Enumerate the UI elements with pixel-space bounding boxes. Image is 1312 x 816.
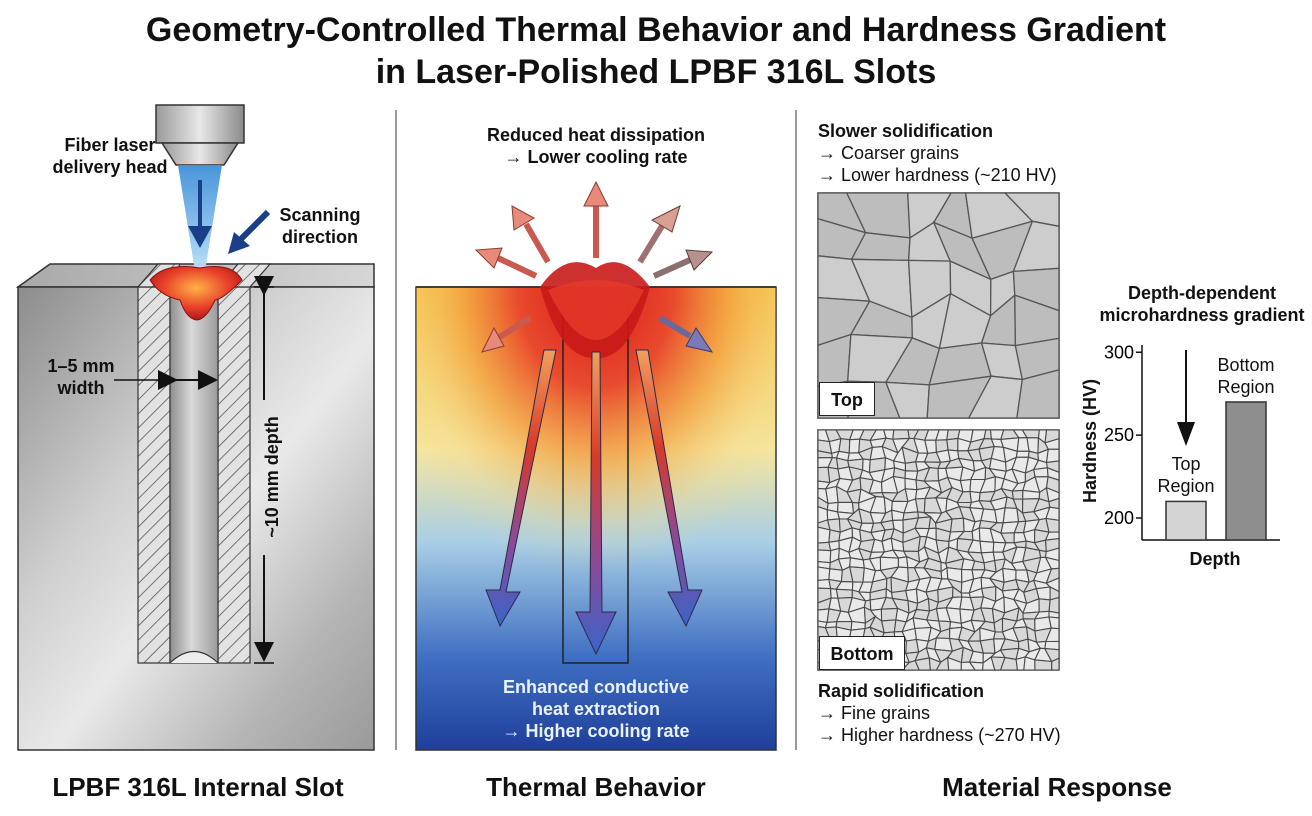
chart-y-tick-label: 200 <box>1104 508 1134 528</box>
grain-cell <box>1016 369 1060 419</box>
grain-cell <box>880 619 897 634</box>
chart-y-axis-label: Hardness (HV) <box>1080 378 1100 504</box>
bottom-tag: Bottom <box>819 636 905 670</box>
chart-category-label-line: Bottom <box>1217 354 1275 375</box>
depth-arrow-icon <box>1177 350 1195 446</box>
grain-cell <box>904 477 918 491</box>
heat-arrow-far-right <box>652 249 714 279</box>
grain-cell <box>949 517 965 533</box>
laser-down-arrow-icon <box>188 180 212 248</box>
chart-y-tick-label: 250 <box>1104 425 1134 445</box>
enhanced-extraction-line-3: → Higher cooling rate <box>502 721 690 741</box>
laser-label-line-1: Fiber laser <box>64 135 156 155</box>
chart-title-line-2: microhardness gradient <box>1099 305 1305 325</box>
grain-cell <box>946 437 959 452</box>
metal-block <box>15 263 375 751</box>
scanning-label-line-2: direction <box>281 227 358 247</box>
grain-cell <box>1048 596 1060 614</box>
laser-label-line-2: delivery head <box>52 157 168 177</box>
grain-cell <box>1033 467 1049 478</box>
panel3-caption: Material Response <box>942 772 1172 802</box>
top-tag: Top <box>819 382 875 416</box>
grain-cell <box>1011 489 1024 500</box>
grain-cell <box>1023 656 1036 671</box>
width-label: 1–5 mm width <box>36 355 126 399</box>
grain-cell <box>817 526 831 544</box>
enhanced-extraction-line-1: Enhanced conductive <box>502 677 690 697</box>
laser-delivery-head-icon <box>155 104 245 166</box>
grain-cell <box>1034 659 1053 671</box>
chart-title-line-1: Depth-dependent <box>1128 283 1276 303</box>
grain-cell <box>1048 616 1060 630</box>
width-label-line-2: width <box>57 378 105 398</box>
top-response-line-2: → Lower hardness (~210 HV) <box>818 165 1057 185</box>
grain-cell <box>835 588 853 599</box>
scanning-label: Scanning direction <box>270 204 370 248</box>
depth-label: ~10 mm depth <box>262 416 282 538</box>
scanning-label-line-1: Scanning <box>279 205 361 225</box>
grain-cell <box>817 566 831 581</box>
grain-cell <box>1051 657 1060 671</box>
grain-cell <box>849 557 865 569</box>
grain-cell <box>1013 540 1027 549</box>
grain-cell <box>880 607 899 622</box>
panel1-caption: LPBF 316L Internal Slot <box>52 772 344 802</box>
top-response-line-1: → Coarser grains <box>818 143 960 163</box>
grain-cell <box>1022 489 1041 500</box>
panel2-caption: Thermal Behavior <box>486 772 706 802</box>
chart-bar-bottom-region <box>1225 401 1267 541</box>
hardness-chart: 200 250 300 <box>1104 342 1280 541</box>
top-response-text: Slower solidification → Coarser grains →… <box>818 120 1118 186</box>
top-response-heading: Slower solidification <box>818 121 994 141</box>
bottom-response-text: Rapid solidification → Fine grains → Hig… <box>818 680 1118 746</box>
coarse-grain-micrograph <box>817 192 1060 419</box>
heat-dissipation-arrows <box>474 180 714 353</box>
chart-category-label-line: Region <box>1157 476 1215 497</box>
grain-cell <box>971 560 986 571</box>
chart-category-label-line: Top <box>1171 454 1201 475</box>
chart-category-label-line: Region <box>1217 376 1275 397</box>
bottom-response-heading: Rapid solidification <box>818 681 985 701</box>
chart-title: Depth-dependent microhardness gradient <box>1092 282 1312 326</box>
reduced-dissipation-line-2: → Lower cooling rate <box>504 147 688 167</box>
heat-arrow-side-left <box>481 315 532 353</box>
page-title-line-1: Geometry-Controlled Thermal Behavior and… <box>145 11 1167 49</box>
depth-dimension-arrow <box>254 276 274 664</box>
page-title-line-2: in Laser-Polished LPBF 316L Slots <box>375 53 937 91</box>
grain-cell <box>1015 450 1030 458</box>
reduced-dissipation-label: Reduced heat dissipation → Lower cooling… <box>416 124 776 168</box>
heat-arrow-side-right <box>658 315 714 353</box>
grain-cell <box>838 438 851 454</box>
grain-cell <box>1045 448 1060 464</box>
grain-cell <box>848 438 861 454</box>
chart-bar-top-region <box>1165 500 1207 541</box>
heat-arrow-up-center <box>583 180 609 258</box>
width-label-line-1: 1–5 mm <box>47 356 115 376</box>
heat-arrow-far-left <box>474 247 538 279</box>
grain-cell <box>979 638 996 654</box>
chart-x-axis-label: Depth <box>1189 549 1241 569</box>
enhanced-extraction-line-2: heat extraction <box>531 699 661 719</box>
grain-cell <box>1002 507 1020 524</box>
grain-cell <box>892 429 910 440</box>
chart-y-tick-label: 300 <box>1104 342 1134 362</box>
grain-cell <box>817 549 832 564</box>
scanning-direction-arrow-icon <box>228 209 271 254</box>
grain-cell <box>979 540 995 554</box>
laser-label: Fiber laser delivery head <box>40 134 180 178</box>
enhanced-extraction-label: Enhanced conductive heat extraction → Hi… <box>416 676 776 742</box>
melt-pool <box>149 266 243 321</box>
heat-arrow-up-right <box>637 205 681 264</box>
bottom-response-line-1: → Fine grains <box>818 703 931 723</box>
bottom-response-line-2: → Higher hardness (~270 HV) <box>818 725 1061 745</box>
grain-cell <box>1038 598 1051 613</box>
reduced-dissipation-line-1: Reduced heat dissipation <box>486 125 706 145</box>
grain-cell <box>1035 586 1051 601</box>
fine-grain-micrograph <box>817 429 1060 671</box>
conductive-heat-arrows <box>485 349 703 656</box>
heat-arrow-up-left <box>511 205 551 264</box>
